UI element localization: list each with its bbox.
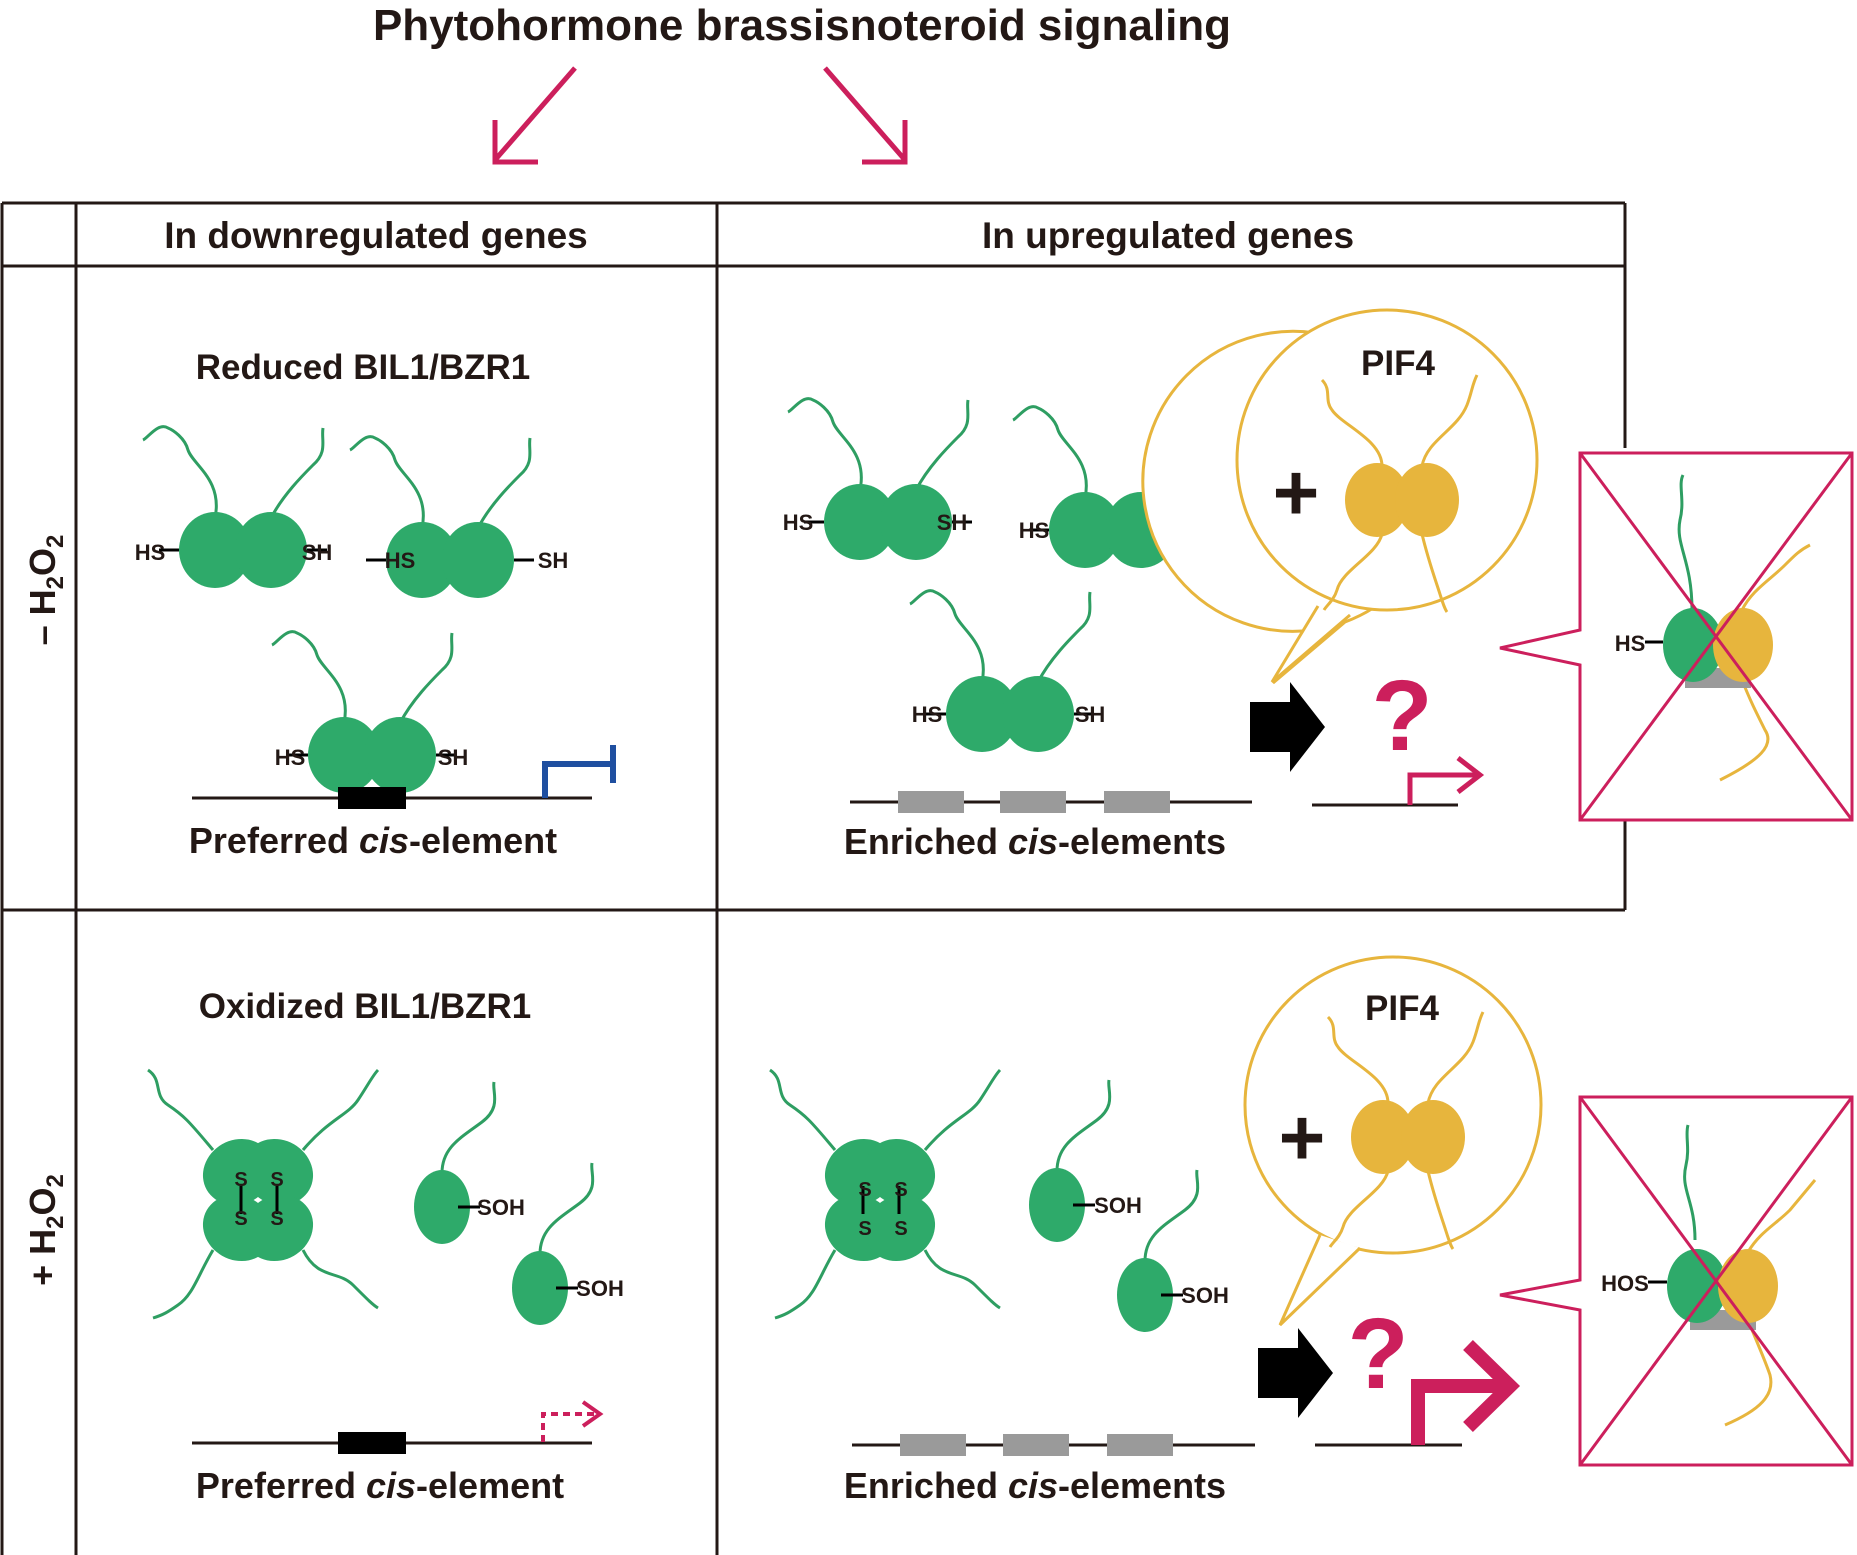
svg-text:HS: HS: [1019, 518, 1050, 543]
svg-text:SH: SH: [438, 745, 469, 770]
reduced-dimer-1: HS SH: [135, 425, 333, 590]
svg-text:HS: HS: [135, 540, 166, 565]
svg-text:HS: HS: [275, 745, 306, 770]
svg-text:HOS: HOS: [1601, 1271, 1649, 1296]
plus-icon-top: +: [1273, 448, 1320, 537]
oxidized-title: Oxidized BIL1/BZR1: [199, 987, 532, 1026]
preferred-cis-label-top: Preferred cis-element: [189, 820, 557, 861]
svg-text:HS: HS: [385, 548, 416, 573]
svg-text:S: S: [894, 1218, 907, 1240]
arrow-right: [823, 66, 908, 165]
column-header-up: In upregulated genes: [982, 215, 1354, 256]
crossed-box-top: HS: [1499, 451, 1854, 822]
enriched-cis-label-bottom: Enriched cis-elements: [844, 1465, 1226, 1506]
repression-blue-icon: [542, 745, 616, 798]
dna-strand-enriched-bottom: [852, 1434, 1255, 1456]
oxidized-monomer-2: SOH: [510, 1161, 624, 1327]
dna-strand-reduced: [192, 787, 592, 809]
svg-text:SH: SH: [538, 548, 569, 573]
oxidized-tetramer-2: S S S S: [768, 1068, 1002, 1320]
reduced-dimer-5: HS SH: [908, 589, 1106, 754]
reduced-dimer-2: HS SH: [348, 435, 569, 600]
dna-strand-enriched-top: [850, 791, 1252, 813]
svg-text:S: S: [858, 1179, 871, 1201]
plus-icon-bottom: +: [1279, 1093, 1326, 1182]
svg-text:SOH: SOH: [477, 1195, 525, 1220]
svg-text:SH: SH: [302, 540, 333, 565]
question-mark-bottom: ?: [1347, 1298, 1408, 1410]
oxidized-monomer-4: SOH: [1115, 1168, 1229, 1334]
pif4-label-top: PIF4: [1361, 344, 1435, 383]
svg-text:S: S: [858, 1218, 871, 1240]
svg-text:S: S: [894, 1179, 907, 1201]
enriched-cis-label-top: Enriched cis-elements: [844, 821, 1226, 862]
weak-transcription-arrow-icon: [541, 1400, 604, 1442]
oxidized-tetramer-1: S S S S: [146, 1068, 380, 1320]
svg-text:SOH: SOH: [576, 1276, 624, 1301]
crossed-box-bottom: HOS: [1499, 1095, 1854, 1467]
reduced-dimer-3: HS SH: [783, 397, 974, 562]
oxidized-monomer-3: SOH: [1027, 1078, 1142, 1244]
question-mark-top: ?: [1371, 660, 1432, 772]
svg-text:HS: HS: [1615, 631, 1646, 656]
row-header-plus-h2o2: + H2O2: [22, 1174, 69, 1286]
svg-text:SOH: SOH: [1181, 1283, 1229, 1308]
figure-title: Phytohormone brassisnoteroid signaling: [373, 1, 1231, 50]
pif4-label-bottom: PIF4: [1365, 989, 1439, 1028]
svg-text:S: S: [270, 1208, 283, 1230]
activation-arrow-top-icon: [1312, 756, 1485, 807]
oxidized-monomer-1: SOH: [412, 1080, 525, 1246]
svg-text:S: S: [234, 1208, 247, 1230]
pif4-bubble-top: PIF4 +: [1141, 308, 1539, 685]
svg-text:SH: SH: [937, 510, 968, 535]
reduced-title: Reduced BIL1/BZR1: [196, 348, 531, 387]
table-grid: [0, 201, 1627, 1555]
svg-text:S: S: [234, 1169, 247, 1191]
preferred-cis-label-bottom: Preferred cis-element: [196, 1465, 564, 1506]
black-arrow-bottom-icon: [1258, 1328, 1333, 1418]
dna-strand-oxidized: [192, 1432, 592, 1454]
svg-text:S: S: [270, 1169, 283, 1191]
svg-text:SOH: SOH: [1094, 1193, 1142, 1218]
row-header-minus-h2o2: – H2O2: [22, 535, 69, 646]
pif4-bubble-bottom: PIF4 +: [1243, 955, 1543, 1327]
activation-arrow-bottom-icon: [1315, 1339, 1521, 1447]
svg-text:SH: SH: [1075, 702, 1106, 727]
black-arrow-top-icon: [1250, 682, 1325, 772]
column-header-down: In downregulated genes: [164, 215, 588, 256]
arrow-left: [492, 66, 577, 165]
svg-text:HS: HS: [783, 510, 814, 535]
svg-text:HS: HS: [912, 702, 943, 727]
reduced-dimer-bound: HS SH: [270, 630, 469, 795]
